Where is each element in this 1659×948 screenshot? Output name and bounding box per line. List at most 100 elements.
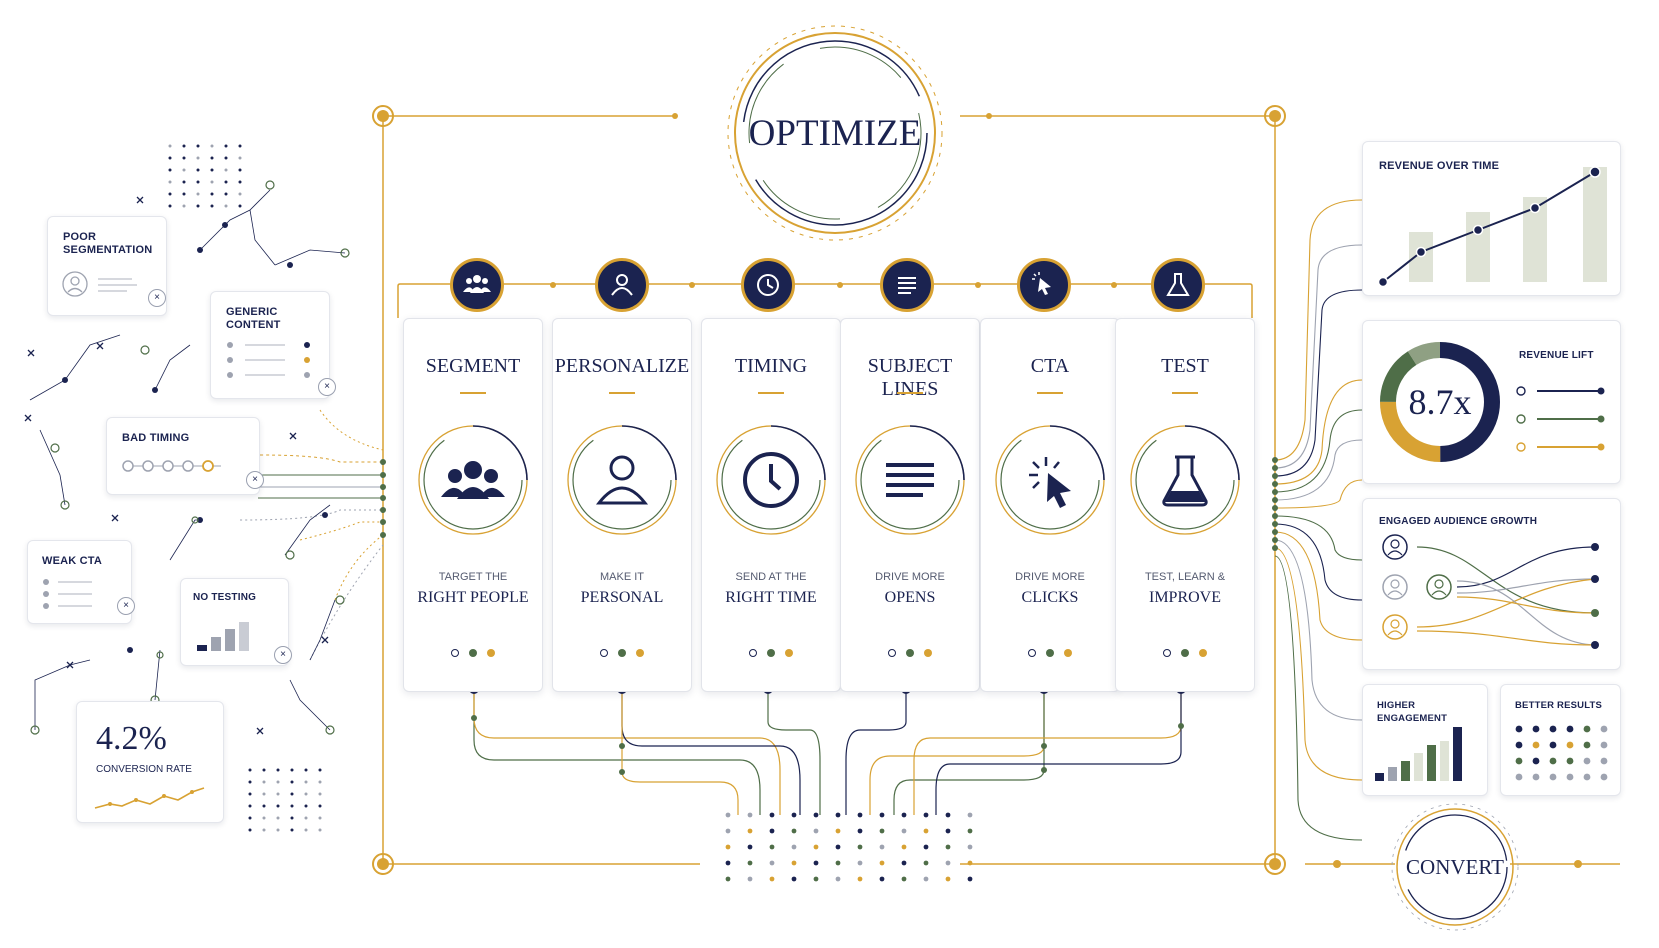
decor-dot — [182, 204, 186, 208]
decor-dot — [248, 816, 252, 820]
decor-dot — [196, 180, 200, 184]
decor-dot — [1532, 773, 1540, 781]
close-icon: × — [148, 289, 166, 307]
badge-timing — [741, 258, 795, 312]
decor-dot — [238, 168, 242, 172]
bar-chart-icon — [197, 622, 249, 651]
decor-dot — [791, 860, 797, 866]
step-indicator-dots — [981, 649, 1119, 657]
decor-dot — [901, 844, 907, 850]
decor-dot — [879, 812, 885, 818]
title-underline — [1172, 392, 1198, 394]
decor-dot — [238, 144, 242, 148]
decor-dot — [769, 828, 775, 834]
decor-dot — [1549, 773, 1557, 781]
badge-segment — [450, 258, 504, 312]
decor-dot — [196, 204, 200, 208]
decor-dot — [168, 144, 172, 148]
decor-dot — [857, 828, 863, 834]
decor-dot — [901, 828, 907, 834]
decor-dot — [835, 876, 841, 882]
step-indicator-dots — [553, 649, 691, 657]
decor-dot — [945, 844, 951, 850]
step-card-test: TEST TEST, LEARN & IMPROVE — [1115, 318, 1255, 692]
step-title: CTA — [1030, 355, 1070, 377]
revenue-lift-value: 8.7x — [1408, 382, 1472, 422]
decor-dot — [318, 804, 322, 808]
decor-dot — [182, 144, 186, 148]
decor-dot — [813, 844, 819, 850]
decor-dot — [967, 828, 973, 834]
step-headline: IMPROVE — [1148, 589, 1221, 606]
decor-dot — [1583, 725, 1591, 733]
higher-engagement-card: HIGHER ENGAGEMENT — [1362, 684, 1488, 796]
decor-dot — [1532, 757, 1540, 765]
decor-dot — [879, 828, 885, 834]
decor-dot — [1515, 773, 1523, 781]
lines-icon — [855, 425, 965, 535]
decor-dot — [769, 844, 775, 850]
decor-dot — [967, 860, 973, 866]
better-results-card: BETTER RESULTS — [1500, 684, 1621, 796]
step-indicator-dots — [1116, 649, 1254, 657]
decor-dot — [857, 860, 863, 866]
step-subtitle: DRIVE MORE — [875, 571, 945, 583]
conversion-rate-label: CONVERSION RATE — [96, 764, 192, 775]
decor-dot — [276, 804, 280, 808]
revenue-lift-card: 8.7x REVENUE LIFT — [1362, 320, 1621, 484]
decor-dot — [923, 876, 929, 882]
engaged-audience-card: ENGAGED AUDIENCE GROWTH — [1362, 498, 1621, 670]
decor-dot — [791, 876, 797, 882]
decor-dot — [813, 876, 819, 882]
step-indicator-dots — [841, 649, 979, 657]
decor-dot — [318, 816, 322, 820]
decor-dot — [835, 812, 841, 818]
cursor-icon — [995, 425, 1105, 535]
results-dot-matrix — [1515, 725, 1608, 781]
clock-icon — [757, 274, 779, 296]
decor-dot — [967, 876, 973, 882]
decor-dot — [182, 192, 186, 196]
decor-dot — [248, 768, 252, 772]
decor-dot — [304, 828, 308, 832]
step-headline: PERSONAL — [580, 589, 664, 606]
no-testing-card: NO TESTING — [180, 578, 289, 666]
revenue-lift-donut — [1380, 342, 1500, 462]
decor-dot — [318, 780, 322, 784]
decor-dot — [182, 156, 186, 160]
decor-dot — [290, 828, 294, 832]
poor-segmentation-card: POOR SEGMENTATION — [47, 216, 167, 316]
higher-engagement-label: HIGHER ENGAGEMENT — [1377, 700, 1448, 724]
engagement-bar-chart — [1375, 727, 1462, 781]
decor-dot — [725, 844, 731, 850]
decor-dot — [224, 168, 228, 172]
conversion-trend-sparkline — [94, 787, 205, 809]
step-headline: CLICKS — [1021, 589, 1079, 606]
decor-dot — [262, 804, 266, 808]
no-testing-label: NO TESTING — [193, 592, 257, 603]
title-underline — [1037, 392, 1063, 394]
decor-dot — [304, 780, 308, 784]
decor-dot — [857, 876, 863, 882]
decor-dot — [248, 828, 252, 832]
decor-dot — [1549, 757, 1557, 765]
decor-dot — [747, 876, 753, 882]
step-indicator-dots — [702, 649, 840, 657]
flask-icon — [1130, 425, 1240, 535]
decor-dot — [224, 180, 228, 184]
group-icon — [418, 425, 528, 535]
revenue-growth-chart — [1377, 166, 1607, 287]
decor-dot — [967, 812, 973, 818]
decor-dot — [304, 792, 308, 796]
decor-dot — [1566, 757, 1574, 765]
decor-dot — [210, 180, 214, 184]
decor-dot — [923, 844, 929, 850]
lines-icon — [898, 277, 916, 294]
decor-dot — [248, 804, 252, 808]
step-title: PERSONALIZE — [554, 355, 690, 377]
bad-timing-label: BAD TIMING — [122, 432, 190, 444]
badge-subject-lines — [880, 258, 934, 312]
decor-dot — [182, 180, 186, 184]
step-card-subject-lines: SUBJECT LINES DRIVE MORE OPENS — [840, 318, 980, 692]
